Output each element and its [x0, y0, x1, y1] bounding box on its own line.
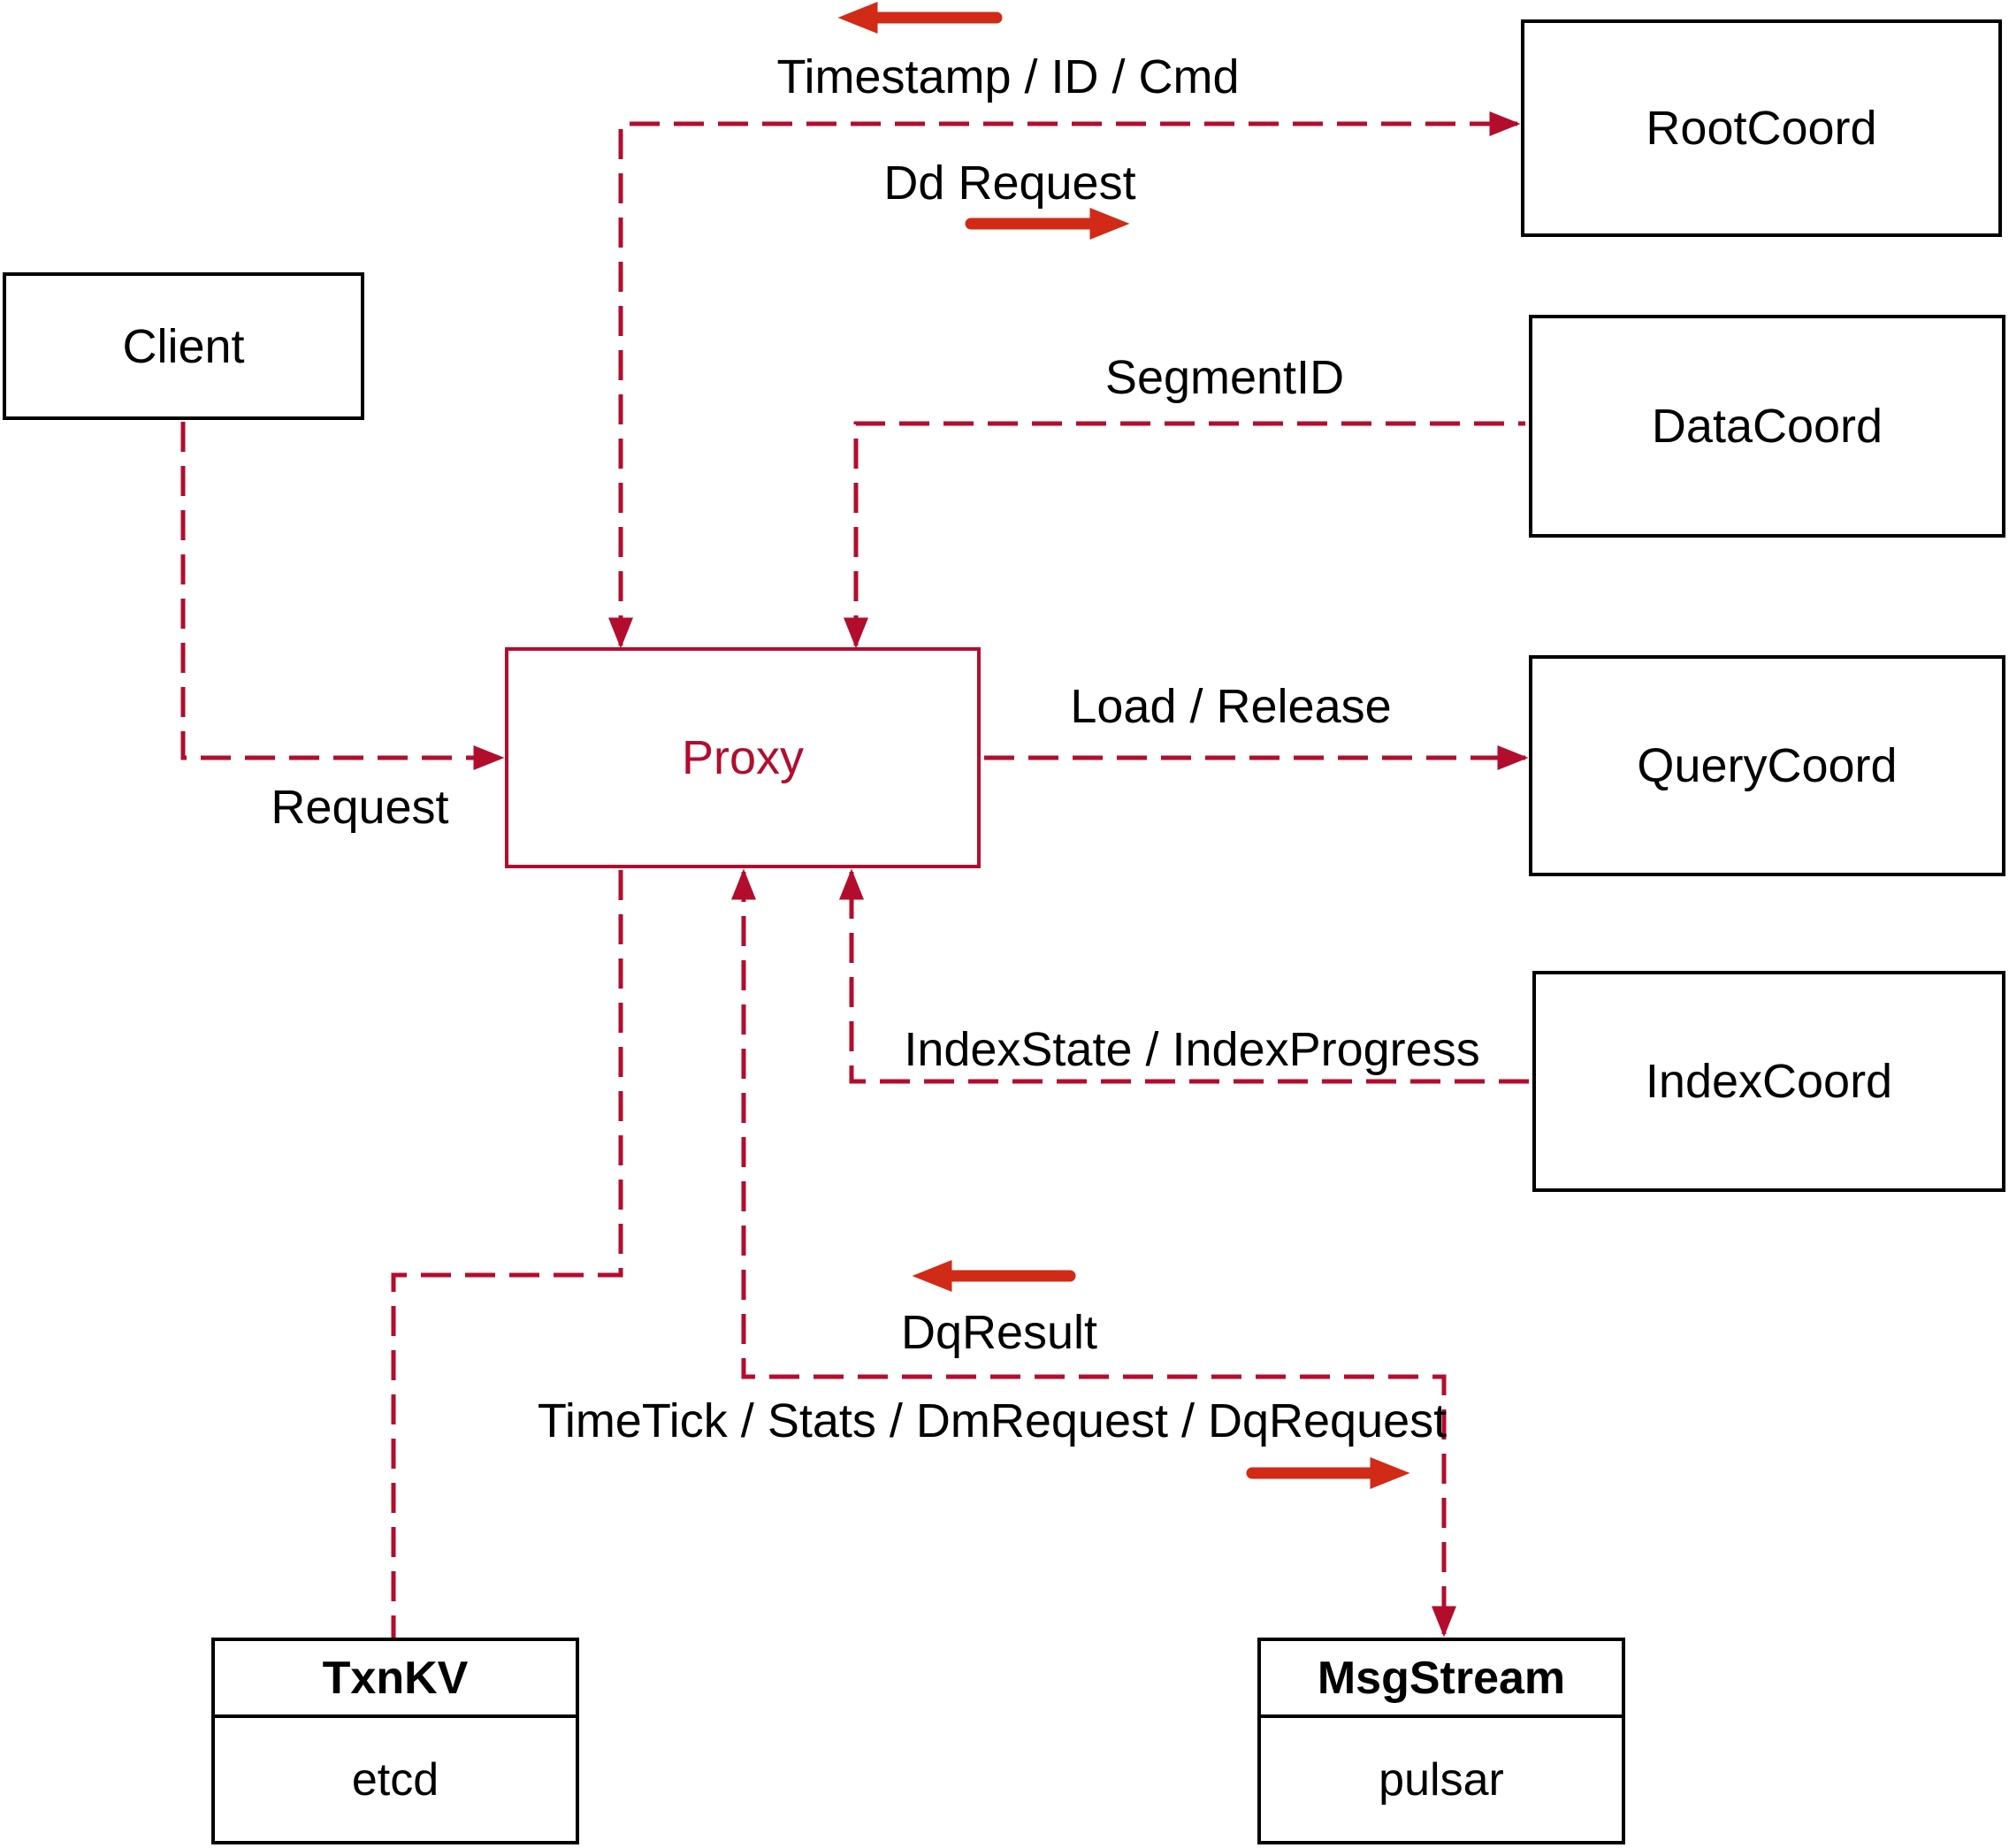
node-datacoord-label: DataCoord [1651, 400, 1883, 453]
connector-proxy-txnkv [391, 870, 623, 1638]
node-txnkv: TxnKV etcd [211, 1638, 579, 1844]
node-client-label: Client [122, 319, 245, 373]
connector-proxy-msgstream [731, 868, 1456, 1638]
connector-client-proxy [180, 422, 505, 770]
edge-label-dd-request: Dd Request [883, 157, 1136, 210]
node-txnkv-subtitle: etcd [351, 1753, 439, 1806]
connector-proxy-rootcoord [608, 111, 1521, 649]
edge-label-request: Request [271, 781, 449, 834]
edge-label-load-release: Load / Release [1070, 680, 1392, 733]
node-indexcoord-label: IndexCoord [1645, 1055, 1893, 1108]
edge-label-segmentid: SegmentID [1104, 351, 1345, 404]
node-msgstream-subtitle: pulsar [1379, 1753, 1504, 1806]
node-proxy: Proxy [505, 647, 981, 868]
node-indexcoord: IndexCoord [1532, 971, 2005, 1192]
edge-label-dqresult: DqResult [900, 1306, 1098, 1359]
node-querycoord: QueryCoord [1529, 655, 2005, 876]
edge-label-timestamp-id-cmd: Timestamp / ID / Cmd [776, 50, 1240, 103]
node-txnkv-title: TxnKV [215, 1641, 576, 1718]
node-querycoord-label: QueryCoord [1637, 739, 1898, 792]
node-datacoord: DataCoord [1529, 315, 2005, 538]
node-rootcoord: RootCoord [1521, 19, 2002, 237]
edge-label-timetick-stats: TimeTick / Stats / DmRequest / DqRequest [537, 1394, 1448, 1447]
node-msgstream: MsgStream pulsar [1257, 1638, 1625, 1844]
node-client: Client [3, 272, 364, 420]
node-proxy-label: Proxy [681, 731, 805, 784]
connector-datacoord-proxy [844, 421, 1525, 649]
edge-label-indexstate-indexprogress: IndexState / IndexProgress [904, 1023, 1480, 1076]
node-msgstream-title: MsgStream [1261, 1641, 1622, 1718]
node-rootcoord-label: RootCoord [1646, 102, 1877, 155]
